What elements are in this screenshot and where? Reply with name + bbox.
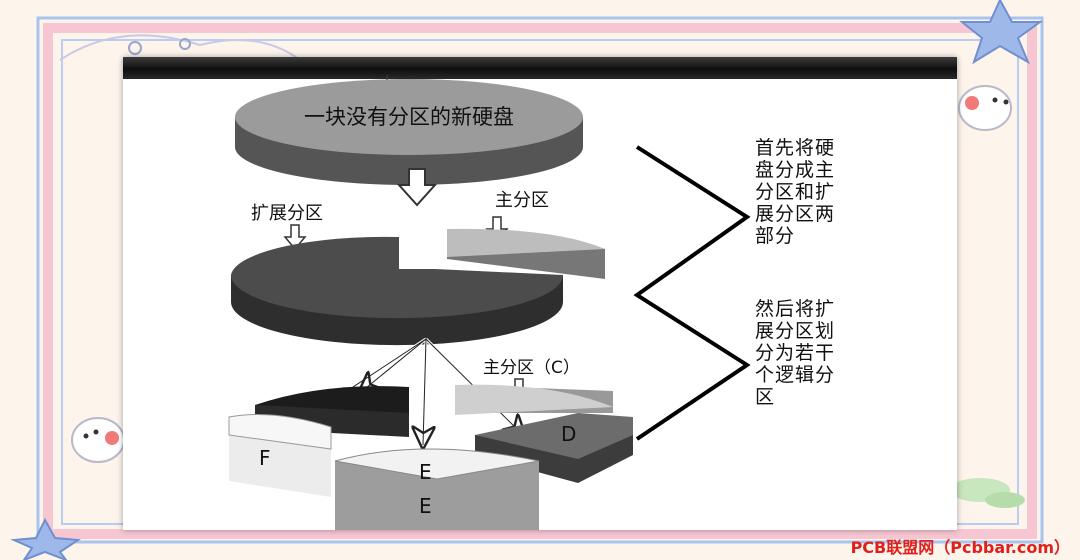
new-disk-label: 一块没有分区的新硬盘 (304, 105, 514, 129)
primary-partition-wedge (447, 228, 605, 279)
primary-c-label: 主分区（C） (483, 358, 580, 378)
logical-partition-f: F (228, 414, 332, 497)
extended-partition-disk (231, 236, 563, 346)
primary-partition-label: 主分区 (495, 190, 549, 211)
step2-note: 然后将扩展分区划分为若干个逻辑分区 (755, 298, 836, 408)
leaf-decoration-icon (950, 478, 1025, 508)
partition-e-lower-label: E (419, 494, 432, 518)
logical-partition-d: D (475, 413, 633, 483)
new-disk: 一块没有分区的新硬盘 (235, 79, 583, 185)
partition-e-label: E (419, 460, 432, 484)
step1-note: 首先将硬盘分成主分区和扩展分区两部分 (755, 137, 836, 247)
watermark-text: PCB联盟网（Pcbbar.com） (850, 538, 1070, 557)
extended-partition-label: 扩展分区 (251, 203, 323, 224)
star-icon (10, 517, 81, 560)
logical-partition-e: E E (334, 448, 540, 530)
bracket-line (633, 145, 751, 441)
partition-diagram: 妥 一块没有分区的新硬盘 扩展分区 主分区 (228, 75, 751, 530)
cartoon-face-icon (71, 417, 125, 463)
partition-d-label: D (561, 422, 576, 446)
projection-screen: 妥 一块没有分区的新硬盘 扩展分区 主分区 (123, 57, 957, 530)
pointer-arrow-icon (283, 224, 307, 251)
primary-c-wedge (455, 384, 613, 415)
down-arrow-icon (396, 168, 438, 207)
star-icon (959, 0, 1044, 65)
screen-roller-bar (123, 57, 957, 79)
partition-f-label: F (259, 446, 271, 470)
cartoon-face-icon (958, 85, 1012, 131)
